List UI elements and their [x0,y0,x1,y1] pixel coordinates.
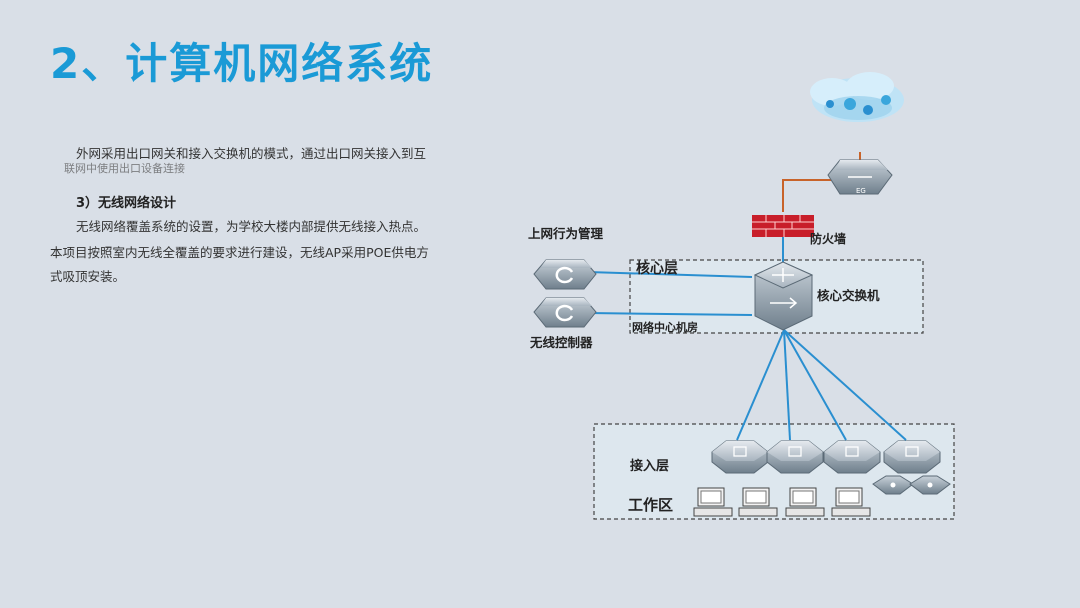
firewall-icon [752,215,814,237]
paragraph-4: 式吸顶安装。 [50,269,126,284]
behavior-mgmt-icon [533,259,597,290]
wireless-controller-label: 无线控制器 [529,335,593,350]
access-zone [593,423,955,520]
link-wireless-ctrl [587,312,753,316]
cloud-icon [810,72,904,122]
garbled-text: 联网中使用出口设备连接 [64,162,185,175]
paragraph-2: 无线网络覆盖系统的设置，为学校大楼内部提供无线接入热点。 [76,219,427,234]
subheading-wireless: 3）无线网络设计 [76,196,177,211]
computer-icon [738,487,778,517]
access-switch-icon [823,440,881,474]
access-links [736,329,907,441]
wireless-controller-icon [533,297,597,328]
access-switch-icon [766,440,824,474]
access-switch-icon [711,440,769,474]
behavior-mgmt-label: 上网行为管理 [528,226,604,241]
computer-icon [831,487,871,517]
work-area-label: 工作区 [628,496,673,514]
access-switch-icon [883,440,941,474]
access-layer-label: 接入层 [630,458,669,474]
core-switch-icon [753,261,814,331]
paragraph-3: 本项目按照室内无线全覆盖的要求进行建设，无线AP采用POE供电方 [50,245,429,260]
datacenter-label: 网络中心机房 [632,320,698,334]
firewall-label: 防火墙 [810,231,846,246]
gateway-eg-icon: EG [827,159,893,195]
computer-icon [785,487,825,517]
wireless-ap-icon [909,475,951,495]
page-title: 2、计算机网络系统 [50,39,434,88]
core-switch-label: 核心交换机 [817,288,880,303]
computer-icon [693,487,733,517]
paragraph-1: 外网采用出口网关和接入交换机的模式，通过出口网关接入到互 [76,146,427,161]
core-layer-label: 核心层 [636,260,678,277]
link-behavior-mgmt [587,271,753,278]
svg-text:EG: EG [856,187,866,195]
